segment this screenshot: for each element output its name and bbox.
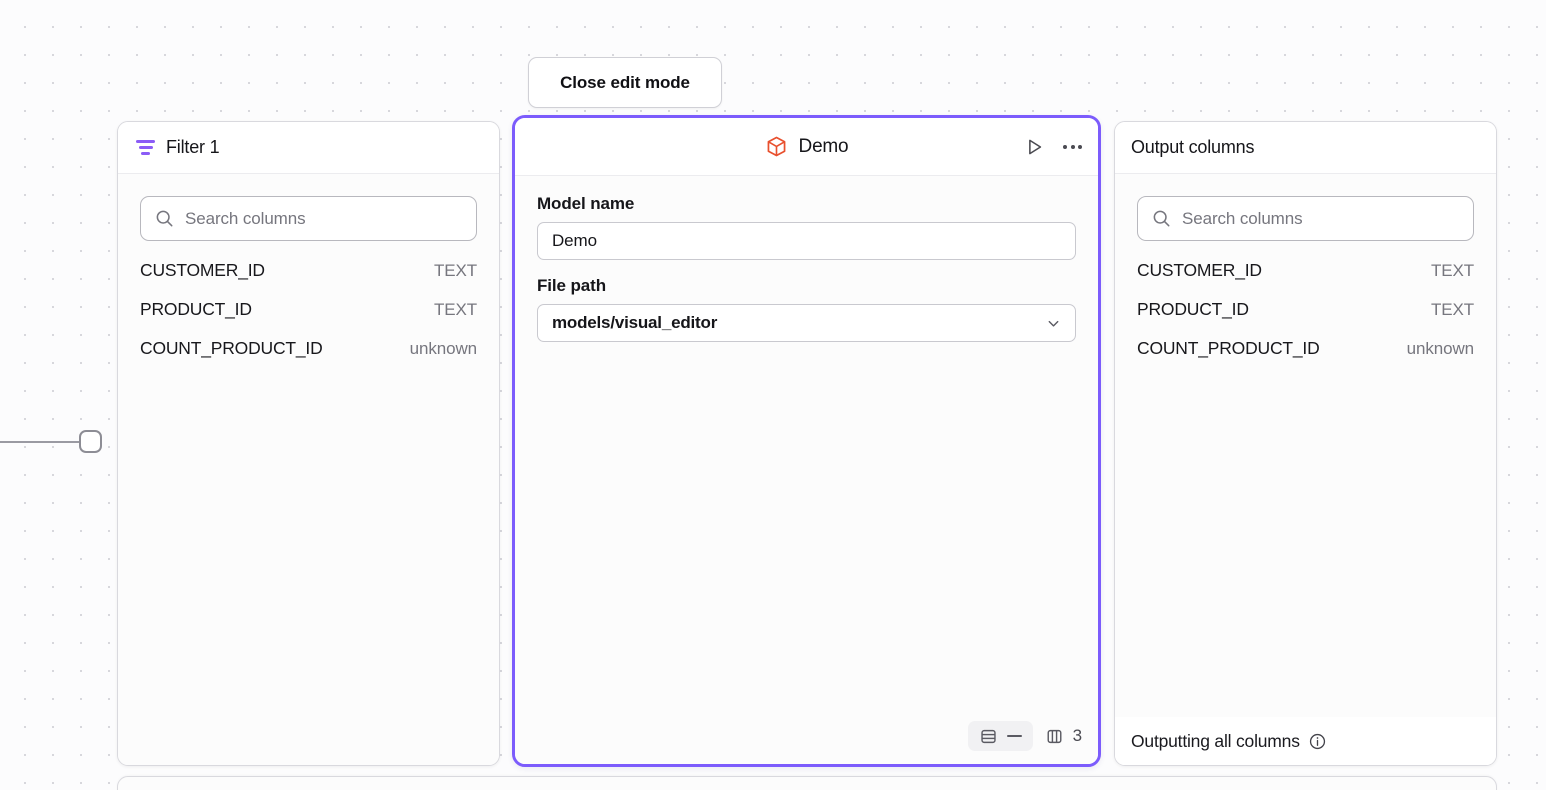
table-row[interactable]: PRODUCT_ID TEXT [1137, 299, 1474, 338]
search-icon [156, 210, 173, 227]
filter-search-input[interactable]: Search columns [140, 196, 477, 241]
filter-node-title: Filter 1 [166, 137, 220, 157]
cube-icon [767, 136, 785, 157]
column-name: COUNT_PRODUCT_ID [140, 338, 323, 358]
demo-node-footer-status: 3 [967, 721, 1082, 751]
demo-node-header-actions [1021, 134, 1084, 160]
output-column-list: CUSTOMER_ID TEXT PRODUCT_ID TEXT COUNT_P… [1137, 260, 1474, 377]
file-path-select[interactable]: models/visual_editor [537, 304, 1076, 342]
edge-drag-handle[interactable] [79, 430, 102, 453]
output-columns-panel[interactable]: Output columns Search columns CUSTOMER_I… [1114, 121, 1497, 766]
filter-column-list: CUSTOMER_ID TEXT PRODUCT_ID TEXT COUNT_P… [140, 260, 477, 377]
column-type: TEXT [433, 261, 477, 280]
table-row[interactable]: PRODUCT_ID TEXT [140, 299, 477, 338]
run-model-button[interactable] [1021, 134, 1047, 160]
close-edit-mode-button[interactable]: Close edit mode [528, 57, 722, 108]
table-row[interactable]: COUNT_PRODUCT_ID unknown [140, 338, 477, 377]
file-path-label: File path [537, 276, 606, 295]
search-icon [1153, 210, 1170, 227]
rows-icon [980, 729, 996, 743]
demo-form: Model name File path models/visual_edito… [515, 176, 1098, 342]
chevron-down-icon [1048, 320, 1059, 327]
column-type: TEXT [1430, 261, 1474, 280]
output-node-body: Search columns CUSTOMER_ID TEXT PRODUCT_… [1115, 174, 1496, 765]
column-type: unknown [409, 339, 477, 358]
filter-icon [136, 138, 156, 158]
node-options-button[interactable] [1061, 143, 1084, 151]
file-path-value: models/visual_editor [552, 313, 718, 332]
demo-node-header: Demo [515, 118, 1098, 176]
next-node-panel-partial[interactable] [117, 776, 1497, 790]
row-count-indicator[interactable] [967, 721, 1033, 751]
column-name: PRODUCT_ID [140, 299, 252, 319]
table-row[interactable]: CUSTOMER_ID TEXT [1137, 260, 1474, 299]
filter-node-header: Filter 1 [118, 122, 499, 174]
column-type: unknown [1406, 339, 1474, 358]
play-icon [1029, 139, 1042, 154]
incoming-edge-line [0, 441, 80, 443]
filter-node-body: Search columns CUSTOMER_ID TEXT PRODUCT_… [118, 174, 499, 765]
output-footer: Outputting all columns [1115, 717, 1496, 765]
column-count-indicator[interactable]: 3 [1041, 726, 1082, 746]
column-name: CUSTOMER_ID [140, 260, 265, 280]
demo-node-body: Model name File path models/visual_edito… [515, 176, 1098, 764]
column-type: TEXT [1430, 300, 1474, 319]
column-type: TEXT [433, 300, 477, 319]
column-count-value: 3 [1072, 726, 1082, 745]
output-search-placeholder: Search columns [1182, 208, 1303, 228]
column-name: CUSTOMER_ID [1137, 260, 1262, 280]
column-name: COUNT_PRODUCT_ID [1137, 338, 1320, 358]
model-name-input[interactable] [537, 222, 1076, 260]
model-name-label: Model name [537, 194, 635, 213]
table-row[interactable]: COUNT_PRODUCT_ID unknown [1137, 338, 1474, 377]
demo-node-title: Demo [798, 135, 849, 157]
column-name: PRODUCT_ID [1137, 299, 1249, 319]
output-node-title: Output columns [1131, 137, 1255, 157]
row-count-value [1006, 735, 1022, 737]
output-node-header: Output columns [1115, 122, 1496, 174]
demo-node-title-group: Demo [765, 135, 849, 158]
filter-node-panel[interactable]: Filter 1 Search columns CUSTOMER_ID TEXT… [117, 121, 500, 766]
info-icon[interactable] [1308, 732, 1327, 751]
ellipsis-icon [1063, 144, 1082, 149]
output-search-input[interactable]: Search columns [1137, 196, 1474, 241]
output-footer-text: Outputting all columns [1131, 730, 1300, 751]
filter-search-placeholder: Search columns [185, 208, 306, 228]
table-row[interactable]: CUSTOMER_ID TEXT [140, 260, 477, 299]
demo-model-node-panel[interactable]: Demo Model name File path models/visual_… [512, 115, 1101, 767]
columns-icon [1047, 729, 1062, 743]
